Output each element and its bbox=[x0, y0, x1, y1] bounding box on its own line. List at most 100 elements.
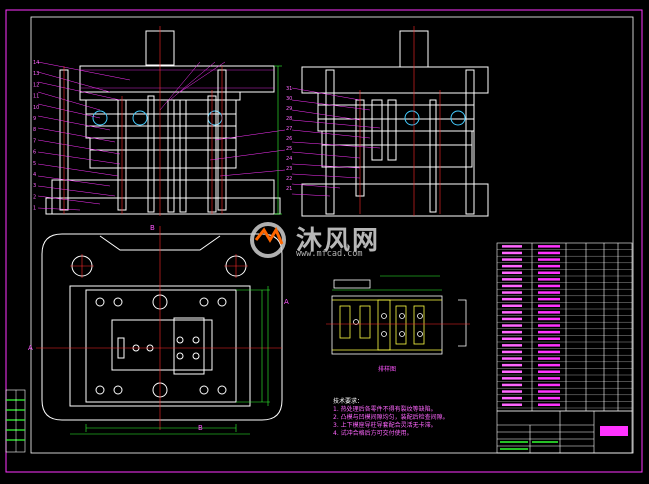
callout-number: 8 bbox=[33, 127, 36, 133]
strip-layout bbox=[331, 279, 467, 355]
watermark-title: 沐风网 bbox=[296, 226, 381, 256]
front-view-dimension bbox=[274, 65, 282, 215]
table-cell-mark bbox=[502, 344, 522, 347]
callout-number: 31 bbox=[286, 86, 292, 92]
strip-layout-label: 排样图 bbox=[378, 366, 397, 373]
table-cell-mark bbox=[502, 330, 522, 334]
callout-number: 12 bbox=[33, 82, 39, 88]
table-cell-mark bbox=[538, 330, 560, 334]
section-b-top: B bbox=[150, 224, 155, 232]
callout-number: 10 bbox=[33, 105, 39, 111]
front-view-leaders bbox=[37, 61, 286, 211]
note-line: 1. 热处理后各零件不得有裂纹等缺陷。 bbox=[333, 406, 437, 413]
table-cell-mark bbox=[502, 396, 522, 400]
title-block bbox=[496, 410, 633, 454]
callout-number: 11 bbox=[33, 94, 39, 100]
table-cell-mark bbox=[538, 278, 560, 281]
table-cell-mark bbox=[538, 264, 560, 268]
callout-number: 26 bbox=[286, 136, 292, 142]
table-cell-mark bbox=[538, 344, 560, 347]
callout-number: 27 bbox=[286, 126, 292, 132]
revision-block bbox=[5, 389, 26, 453]
table-cell-mark bbox=[502, 377, 522, 380]
table-cell-mark bbox=[538, 377, 560, 380]
watermark-url: www.mfcad.com bbox=[296, 249, 363, 259]
table-cell-mark bbox=[502, 383, 522, 387]
callout-number: 29 bbox=[286, 106, 292, 112]
watermark: 沐风网 www.mfcad.com bbox=[240, 218, 410, 264]
table-cell-mark bbox=[538, 337, 560, 340]
callout-number: 9 bbox=[33, 116, 36, 122]
table-cell-mark bbox=[502, 251, 522, 255]
table-cell-mark bbox=[502, 390, 522, 393]
table-cell-mark bbox=[538, 258, 560, 261]
table-cell-mark bbox=[502, 337, 522, 340]
plan-view-dimensions bbox=[70, 286, 270, 435]
parts-list-rows bbox=[497, 245, 632, 409]
table-cell-mark bbox=[502, 264, 522, 268]
table-cell-mark bbox=[538, 370, 560, 373]
callout-number: 1 bbox=[33, 206, 36, 212]
table-cell-mark bbox=[538, 311, 560, 314]
table-cell-mark bbox=[538, 324, 560, 327]
table-cell-mark bbox=[538, 396, 560, 400]
table-cell-mark bbox=[502, 245, 522, 248]
callout-number: 24 bbox=[286, 156, 292, 162]
table-cell-mark bbox=[538, 271, 560, 274]
callout-number: 13 bbox=[33, 71, 39, 77]
table-cell-mark bbox=[538, 251, 560, 255]
strip-layout-dimensions bbox=[332, 275, 442, 291]
table-cell-mark bbox=[502, 258, 522, 261]
callout-number: 4 bbox=[33, 172, 36, 178]
table-cell-mark bbox=[502, 284, 522, 288]
plan-view-centerlines bbox=[36, 226, 282, 430]
table-cell-mark bbox=[502, 350, 522, 354]
callout-number: 21 bbox=[286, 186, 292, 192]
table-cell-mark bbox=[502, 297, 522, 301]
table-cell-mark bbox=[538, 363, 560, 367]
sheet-border bbox=[5, 9, 643, 473]
callout-number: 23 bbox=[286, 166, 292, 172]
table-cell-mark bbox=[502, 357, 522, 360]
table-cell-mark bbox=[502, 278, 522, 281]
section-b-bottom: B bbox=[198, 424, 203, 432]
callout-number: 5 bbox=[33, 161, 36, 167]
callout-number: 7 bbox=[33, 138, 36, 144]
table-cell-mark bbox=[538, 284, 560, 288]
table-cell-mark bbox=[502, 403, 522, 406]
table-cell-mark bbox=[502, 311, 522, 314]
table-cell-mark bbox=[502, 363, 522, 367]
table-cell-mark bbox=[538, 297, 560, 301]
section-a-right: A bbox=[284, 298, 289, 306]
callout-number: 25 bbox=[286, 146, 292, 152]
notes-header: 技术要求： bbox=[333, 398, 364, 405]
side-section-view bbox=[301, 30, 489, 217]
side-view-centerlines bbox=[359, 26, 441, 216]
table-cell-mark bbox=[502, 324, 522, 327]
callout-number: 2 bbox=[33, 194, 36, 200]
table-cell-mark bbox=[538, 390, 560, 393]
table-cell-mark bbox=[502, 271, 522, 274]
note-line: 2. 凸模与凹模间隙均匀，装配后检查间隙。 bbox=[333, 414, 449, 421]
table-cell-mark bbox=[538, 291, 560, 294]
callout-number: 14 bbox=[33, 60, 39, 66]
note-line: 3. 上下模座导柱导套配合灵活无卡滞。 bbox=[333, 422, 437, 429]
table-cell-mark bbox=[502, 291, 522, 294]
callout-number: 22 bbox=[286, 176, 292, 182]
side-view-leaders bbox=[291, 87, 381, 197]
table-cell-mark bbox=[502, 370, 522, 373]
watermark-logo-icon bbox=[250, 222, 286, 258]
note-line: 4. 试冲合格后方可交付使用。 bbox=[333, 430, 413, 437]
technical-notes: 技术要求： 1. 热处理后各零件不得有裂纹等缺陷。 2. 凸模与凹模间隙均匀，装… bbox=[333, 398, 513, 438]
callout-number: 6 bbox=[33, 150, 36, 156]
table-cell-mark bbox=[538, 383, 560, 387]
table-cell-mark bbox=[502, 304, 522, 307]
callout-number: 30 bbox=[286, 96, 292, 102]
table-cell-mark bbox=[538, 304, 560, 307]
table-cell-mark bbox=[502, 317, 522, 321]
table-cell-mark bbox=[538, 403, 560, 406]
front-view-centerlines bbox=[63, 26, 223, 216]
